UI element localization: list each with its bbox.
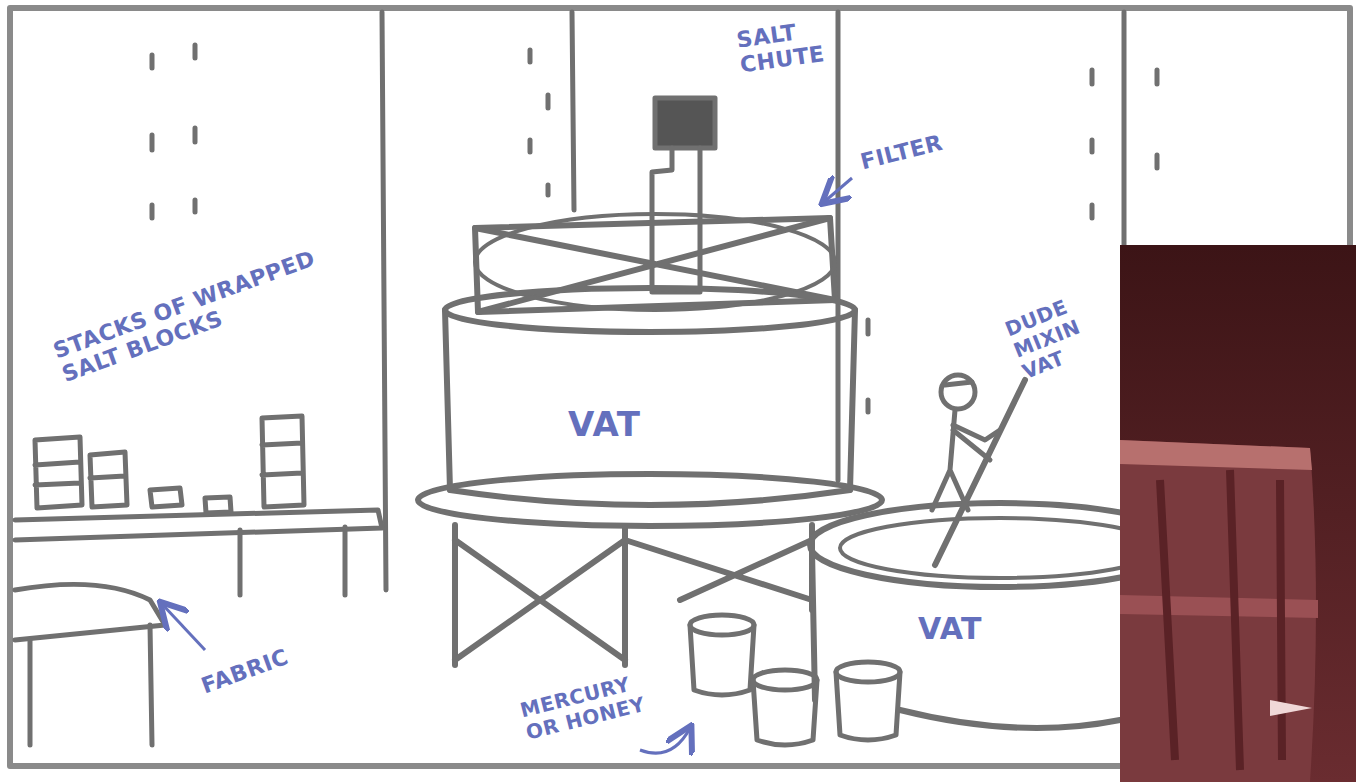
- tables: [15, 416, 382, 745]
- annotation-label: VAT: [568, 405, 688, 444]
- salt-chute-box: [655, 98, 715, 148]
- painted-inset: [1120, 245, 1356, 782]
- wall-dots: [152, 45, 1157, 412]
- annotation-label: STACKS OF WRAPPED SALT BLOCKS: [50, 227, 377, 387]
- annotation-label: VAT: [918, 612, 1008, 647]
- annotation-label: FABRIC: [198, 631, 329, 699]
- annotation-label: DUDE MIXIN VAT: [1002, 277, 1134, 384]
- annotation-label: MERCURY OR HONEY: [518, 664, 675, 745]
- buckets: [690, 615, 900, 745]
- dude-figure: [932, 375, 1025, 565]
- annotation-label: SALT CHUTE: [735, 15, 836, 78]
- filter-frame: [475, 214, 835, 312]
- annotation-label: FILTER: [858, 119, 990, 175]
